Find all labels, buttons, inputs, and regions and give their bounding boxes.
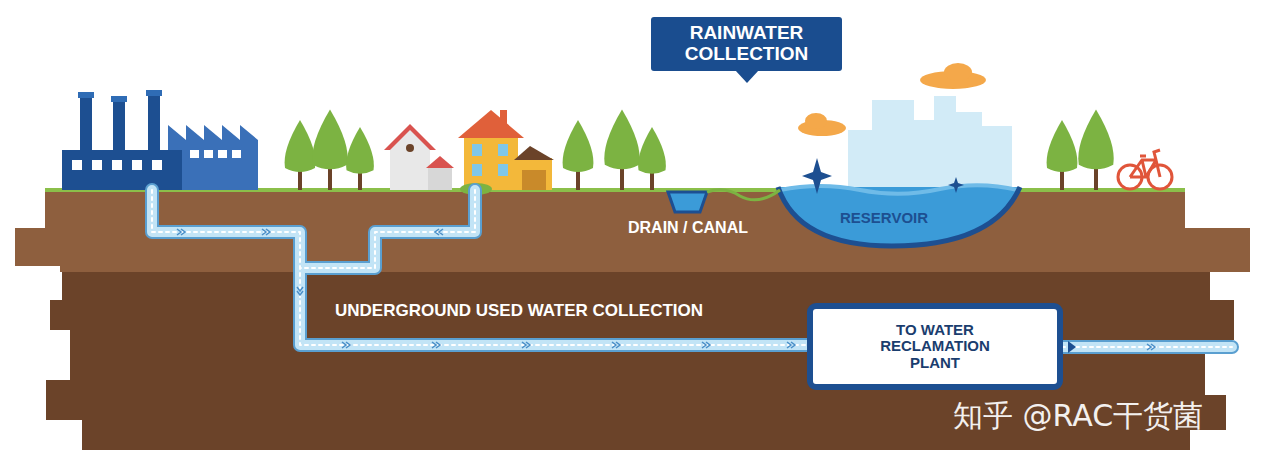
flow-chevron xyxy=(787,342,795,348)
flow-chevron xyxy=(702,342,710,348)
tree-crown xyxy=(563,120,594,172)
tree-crown xyxy=(285,120,316,172)
yellow-house xyxy=(458,110,554,195)
area-label: UNDERGROUND USED WATER COLLECTION xyxy=(335,301,703,321)
tree-crown xyxy=(312,110,347,170)
area-label: DRAIN / CANAL xyxy=(628,219,748,237)
drain-channel xyxy=(668,192,707,212)
flow-chevron xyxy=(522,342,530,348)
flow-chevron xyxy=(297,287,303,295)
sparkle xyxy=(948,177,964,193)
watermark: 知乎 @RAC干货菌 xyxy=(953,396,1203,437)
tree-crown xyxy=(1078,110,1113,170)
canal-bank xyxy=(707,190,780,200)
process-box: TO WATER RECLAMATION PLANT xyxy=(807,303,1063,390)
flow-chevron xyxy=(435,229,443,235)
bicycle xyxy=(1118,150,1172,189)
cloud xyxy=(798,63,986,136)
flow-chevron xyxy=(1147,344,1155,350)
sparkle xyxy=(802,158,832,194)
tree-crown xyxy=(1047,120,1078,172)
flow-chevron xyxy=(432,342,440,348)
flow-chevron xyxy=(262,229,270,235)
flow-chevron xyxy=(342,342,350,348)
white-house xyxy=(384,124,454,190)
tree-crown xyxy=(604,110,639,170)
factory xyxy=(62,90,258,190)
lower-soil xyxy=(46,270,1234,450)
trees xyxy=(285,110,1114,191)
flow-chevron xyxy=(612,342,620,348)
area-label: RESERVOIR xyxy=(840,209,928,226)
tree-crown xyxy=(346,127,374,174)
flow-chevron xyxy=(177,229,185,235)
callout-pointer xyxy=(735,70,759,84)
callout-box: RAINWATER COLLECTION xyxy=(651,17,842,71)
outflow-arrowhead xyxy=(1068,341,1076,353)
reservoir-bed xyxy=(778,187,1020,246)
city-skyline xyxy=(848,96,1012,190)
used-water-pipe xyxy=(152,190,1232,347)
node-text: RAINWATER COLLECTION xyxy=(662,23,832,65)
reservoir-water xyxy=(778,187,1020,246)
node-text: TO WATER RECLAMATION PLANT xyxy=(873,322,998,372)
tree-crown xyxy=(638,127,666,174)
